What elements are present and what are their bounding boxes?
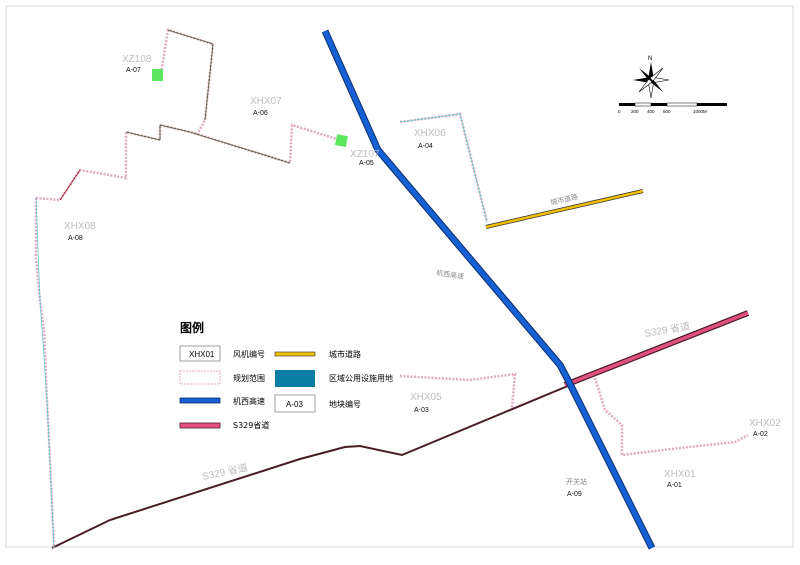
s329-lower-map-label: S329 省道 [201,461,249,483]
site-label-a07: A-07 [126,67,141,74]
legend-label-expressway: 机西高速 [233,396,265,406]
map-frame [5,5,794,548]
expressway-line [179,397,221,404]
expressway-fill [322,29,655,550]
site-code-xhx01: XHX01 [664,469,696,480]
s329-provincial-road-fill [564,311,749,387]
site-labels: XZ108 A-07 XHX07 A-06 XZ107 A-05 XHX06 A… [64,54,781,498]
s329-lower-route [51,367,611,549]
legend-label-city-road: 城市道路 [329,349,361,359]
range-xhx02 [593,377,749,457]
site-label-a06: A-06 [253,110,268,117]
scale-tick-0: 0 [618,109,621,114]
expressway-map-label: 机西高速 [436,268,465,281]
scale-tick-1000: 1000M [693,109,707,114]
site-label-a01: A-01 [667,482,682,489]
site-label-a05: A-05 [359,160,374,167]
site-code-xz107: XZ107 [350,149,380,160]
compass-north-label: N [648,56,652,62]
planning-range-dashed [179,370,221,385]
site-code-xhx02: XHX02 [749,418,781,429]
city-road-line [274,351,316,357]
legend-title: 图例 [180,320,204,335]
legend-label-public-land: 区域公用设施用地 [329,373,393,383]
line-xz108 [167,29,214,121]
scale-tick-200: 200 [631,109,639,114]
scale-tick-400: 400 [647,109,655,114]
city-road-map-label: 城市道路 [549,192,578,207]
site-label-a02: A-02 [753,431,768,438]
legend-label-planning-range: 规划范围 [233,373,265,383]
legend: 图例 XHX01 风机编号 规划范围 机西高速 S329省道 城市道路 区域公用… [179,320,393,430]
line-west [35,197,55,549]
range-northwest [35,123,341,202]
north-arrow-icon: N [633,56,670,99]
site-code-xhx07: XHX07 [250,96,282,107]
site-code-xz108: XZ108 [122,54,152,65]
site-label-a03: A-03 [414,407,429,414]
range-xhx05 [399,372,517,409]
public-land-fill [275,370,315,387]
parcel-id-box [274,394,316,413]
scale-bar: 0 200 400 600 1000M [618,102,727,114]
parcel-id-box-text: A-03 [286,400,303,409]
site-code-xhx06: XHX06 [414,128,446,139]
line-xhx06 [399,113,488,223]
xz108-plant-area [152,69,163,81]
switch-station-map-label: 开关站 [566,477,587,486]
site-code-xhx05: XHX05 [410,392,442,403]
site-label-a08: A-08 [68,235,83,242]
turbine-id-box-text: XHX01 [189,350,215,359]
turbine-id-box [179,345,221,362]
site-code-xhx08: XHX08 [64,221,96,232]
legend-label-turbine-id: 风机编号 [233,349,265,359]
range-xz108 [158,28,215,136]
line-xhx08 [59,169,81,201]
provincial-road-line [179,422,221,429]
site-label-a04: A-04 [418,143,433,150]
site-label-a09: A-09 [567,491,582,498]
expressway [321,29,656,550]
legend-label-provincial-road: S329省道 [233,420,269,430]
legend-label-parcel-id: 地块编号 [329,399,361,409]
planning-range [34,28,749,549]
city-road-fill [485,189,644,229]
connection-lines [35,29,488,549]
xz107-plant-area [335,134,348,147]
scale-tick-600: 600 [663,109,671,114]
line-northwest [125,124,291,164]
